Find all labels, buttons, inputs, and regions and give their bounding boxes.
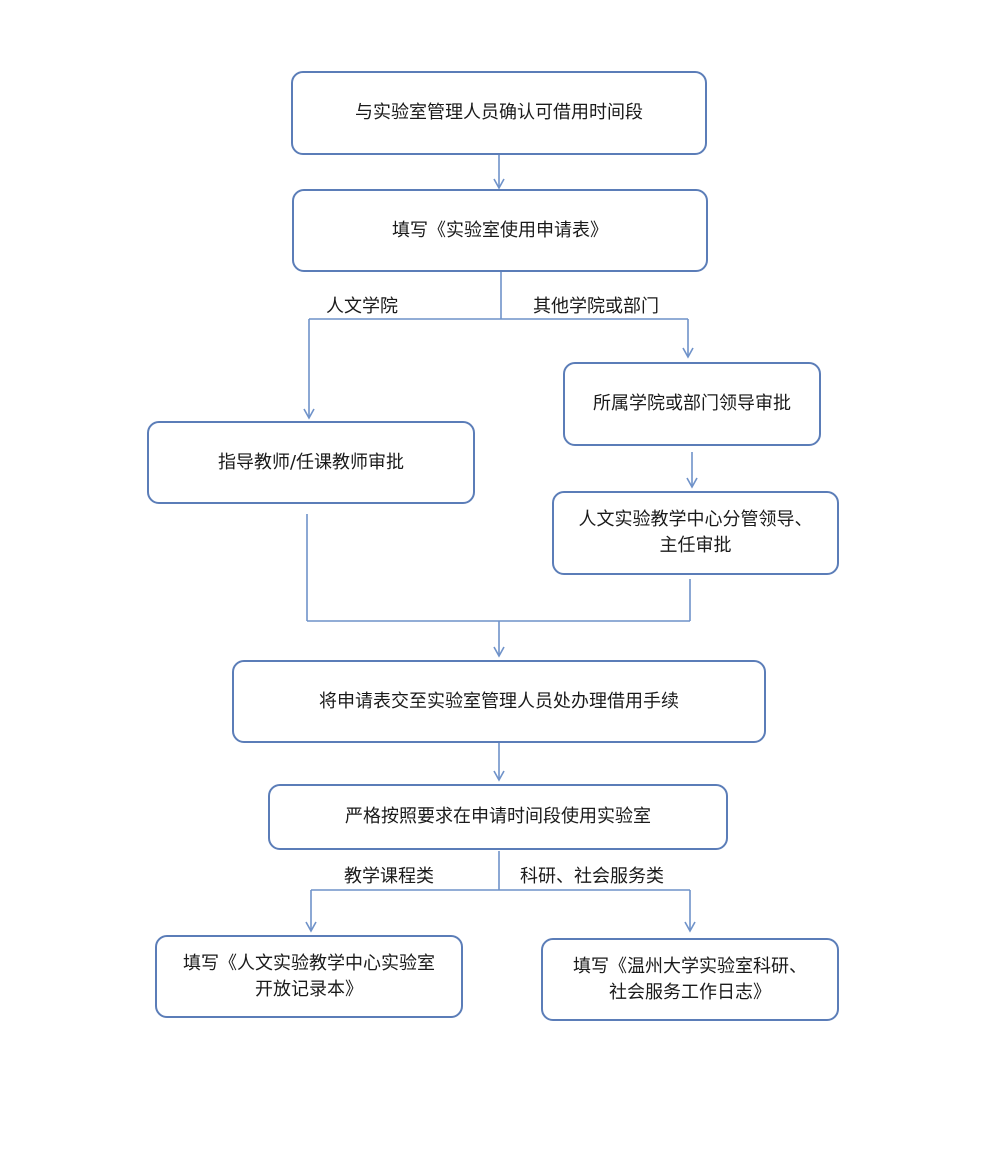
step-center-approval-line2: 主任审批 xyxy=(659,535,732,556)
step-dept-leader-approval: 所属学院或部门领导审批 xyxy=(563,362,821,446)
step-submit-application: 将申请表交至实验室管理人员处办理借用手续 xyxy=(232,660,766,743)
step-teacher-approval: 指导教师/任课教师审批 xyxy=(147,421,475,504)
step-teacher-approval-text: 指导教师/任课教师审批 xyxy=(217,451,405,473)
step-confirm-time-text: 与实验室管理人员确认可借用时间段 xyxy=(355,102,643,123)
category-label-research: 科研、社会服务类 xyxy=(520,866,664,887)
step-confirm-time: 与实验室管理人员确认可借用时间段 xyxy=(291,71,707,155)
step-research-log-line1: 填写《温州大学实验室科研、 xyxy=(573,955,807,977)
step-fill-application-text: 填写《实验室使用申请表》 xyxy=(392,219,608,241)
step-teaching-record: 填写《人文实验教学中心实验室 开放记录本》 xyxy=(155,935,463,1018)
category-label-teaching: 教学课程类 xyxy=(344,866,434,887)
step-submit-application-text: 将申请表交至实验室管理人员处办理借用手续 xyxy=(319,690,679,712)
step-teaching-record-line1: 填写《人文实验教学中心实验室 xyxy=(183,952,435,974)
step-research-log: 填写《温州大学实验室科研、 社会服务工作日志》 xyxy=(541,938,839,1021)
step-teaching-record-text: 填写《人文实验教学中心实验室 开放记录本》 xyxy=(183,951,435,1003)
step-use-lab-text: 严格按照要求在申请时间段使用实验室 xyxy=(345,806,651,827)
step-dept-leader-approval-text: 所属学院或部门领导审批 xyxy=(593,393,791,414)
step-research-log-text: 填写《温州大学实验室科研、 社会服务工作日志》 xyxy=(573,954,807,1006)
step-teaching-record-line2: 开放记录本》 xyxy=(255,978,363,1000)
step-center-approval-text: 人文实验教学中心分管领导、 主任审批 xyxy=(579,507,813,559)
step-center-approval-line1: 人文实验教学中心分管领导、 xyxy=(578,509,813,530)
step-center-approval: 人文实验教学中心分管领导、 主任审批 xyxy=(552,491,839,575)
branch-label-other-dept: 其他学院或部门 xyxy=(533,296,659,317)
step-fill-application: 填写《实验室使用申请表》 xyxy=(292,189,708,272)
step-use-lab: 严格按照要求在申请时间段使用实验室 xyxy=(268,784,728,850)
step-research-log-line2: 社会服务工作日志》 xyxy=(609,981,771,1003)
branch-label-humanities: 人文学院 xyxy=(326,296,398,317)
